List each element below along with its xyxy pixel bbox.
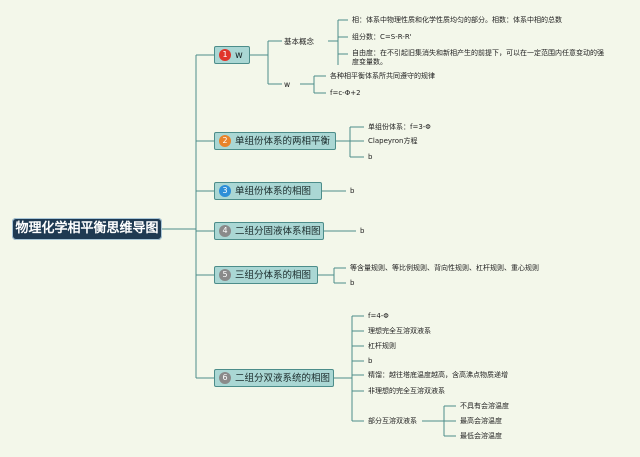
branch-3-label: 单组份体系的相图 bbox=[235, 186, 312, 197]
leaf-no-consolute: 不具有会溶温度 bbox=[460, 402, 509, 410]
number-badge-1: 1 bbox=[219, 48, 231, 61]
leaf-degree-of-freedom: 自由度：在不引起旧集消失和新相产生的前提下，可以在一定范围内任意变动的强度变量数… bbox=[352, 49, 604, 66]
branch-3[interactable]: 3 单组份体系的相图 bbox=[214, 182, 322, 200]
leaf-components: 组分数：C=S-R-R' bbox=[352, 33, 412, 41]
leaf-b-4: b bbox=[360, 227, 365, 235]
root-node[interactable]: 物理化学相平衡思维导图 bbox=[12, 218, 162, 240]
leaf-b-6: b bbox=[368, 357, 373, 365]
number-badge-6: 6 bbox=[219, 371, 231, 384]
leaf-phase-definition: 相：体系中物理性质和化学性质均匀的部分。相数：体系中相的总数 bbox=[352, 16, 562, 24]
leaf-phase-rule-formula: f=c-Φ+2 bbox=[330, 89, 361, 97]
leaf-lower-consolute: 最低会溶温度 bbox=[460, 432, 502, 440]
leaf-ideal-miscible: 理想完全互溶双液系 bbox=[368, 327, 431, 335]
number-badge-5: 5 bbox=[219, 268, 231, 281]
branch-4-label: 二组分固液体系相图 bbox=[235, 226, 321, 237]
leaf-phase-rule-desc: 各种相平衡体系所共同遵守的规律 bbox=[330, 72, 435, 80]
leaf-upper-consolute: 最高会溶温度 bbox=[460, 417, 502, 425]
leaf-b-3: b bbox=[350, 187, 355, 195]
branch-2[interactable]: 2 单组份体系的两相平衡 bbox=[214, 132, 336, 150]
leaf-binary-rule: f=4-Φ bbox=[368, 312, 389, 320]
leaf-lever-rule: 杠杆规则 bbox=[368, 342, 396, 350]
branch-5[interactable]: 5 三组分体系的相图 bbox=[214, 266, 318, 284]
sub-w[interactable]: w bbox=[284, 80, 291, 89]
sub-basic-concepts[interactable]: 基本概念 bbox=[284, 37, 314, 46]
branch-2-label: 单组份体系的两相平衡 bbox=[235, 136, 331, 147]
leaf-ternary-rules: 等含量规则、等比例规则、背向性规则、杠杆规则、重心规则 bbox=[350, 264, 539, 272]
number-badge-4: 4 bbox=[219, 224, 231, 237]
branch-5-label: 三组分体系的相图 bbox=[235, 270, 312, 281]
leaf-distillation: 精馏：越往塔底温度越高，含高沸点物质递增 bbox=[368, 371, 508, 379]
leaf-b-5: b bbox=[350, 279, 355, 287]
leaf-clapeyron: Clapeyron方程 bbox=[368, 137, 418, 145]
sub-partially-miscible[interactable]: 部分互溶双液系 bbox=[368, 417, 417, 425]
branch-4[interactable]: 4 二组分固液体系相图 bbox=[214, 222, 324, 240]
leaf-nonideal-miscible: 非理想的完全互溶双液系 bbox=[368, 387, 445, 395]
leaf-b-2: b bbox=[368, 153, 373, 161]
number-badge-2: 2 bbox=[219, 134, 231, 147]
branch-6[interactable]: 6 二组分双液系统的相图 bbox=[214, 369, 334, 387]
branch-6-label: 二组分双液系统的相图 bbox=[235, 373, 331, 384]
number-badge-3: 3 bbox=[219, 184, 231, 197]
leaf-single-component: 单组份体系：f=3-Φ bbox=[368, 123, 431, 131]
branch-1-label: w bbox=[235, 50, 243, 61]
